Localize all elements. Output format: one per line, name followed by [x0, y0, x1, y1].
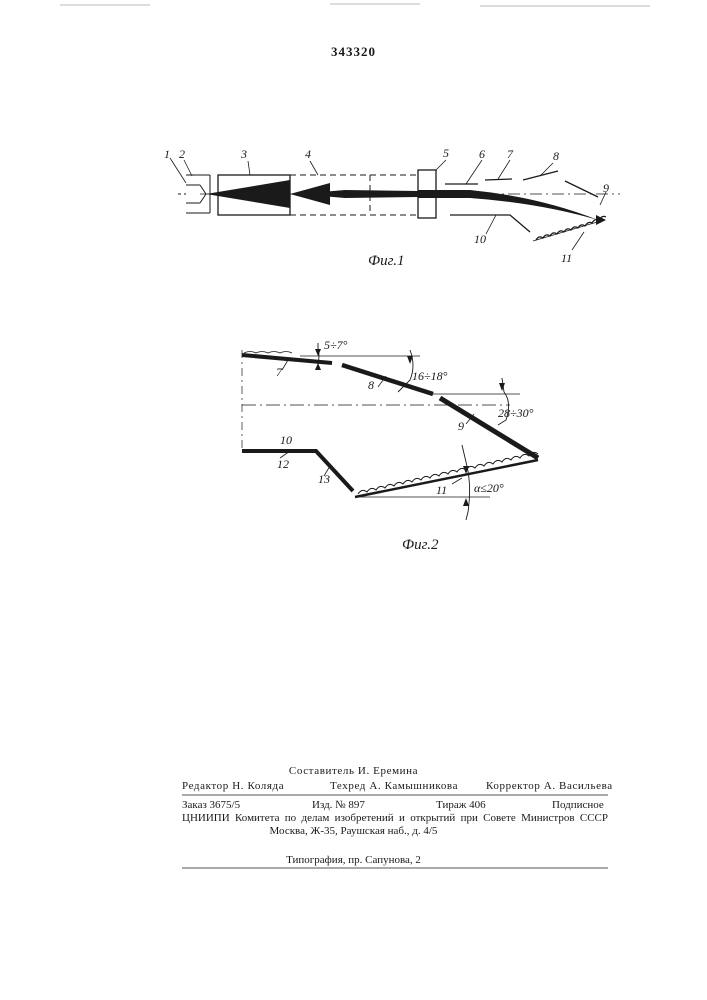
print-run: Тираж 406	[436, 799, 486, 811]
fig2-angle: α≤20°	[474, 481, 504, 495]
fig2-label: 8	[368, 378, 374, 392]
fig1-label: 9	[603, 181, 609, 195]
fig1-label: 7	[507, 147, 514, 161]
address-line: Москва, Ж-35, Раушская наб., д. 4/5	[0, 825, 707, 837]
fig2-angle: 16÷18°	[412, 369, 448, 383]
fig1-label: 10	[474, 232, 486, 246]
fig2-label: 13	[318, 472, 330, 486]
fig1-label: 8	[553, 149, 559, 163]
scalloped-plate	[536, 216, 606, 240]
guide-10	[450, 215, 530, 232]
fig1-caption: Фиг.1	[368, 253, 404, 269]
fig1-label: 4	[305, 147, 311, 161]
fig1-labels: 1 2 3 4 5 6 7 8 9 10 11 Фиг.1	[164, 146, 609, 269]
order-number: Заказ 3675/5	[182, 799, 240, 811]
fig2-caption: Фиг.2	[402, 537, 439, 553]
fig2-label: 12	[277, 457, 289, 471]
fig2-label: 11	[436, 483, 447, 497]
guide-10-12-13	[242, 451, 353, 491]
editor-line: Редактор Н. Коляда	[182, 780, 284, 792]
guide-7	[485, 179, 512, 180]
fig2-labels: 7 8 9 10 12 13 11 5÷7° 16÷18° 28÷30° α≤2…	[276, 338, 534, 553]
fig1-label: 3	[240, 147, 247, 161]
organization-line: ЦНИИПИ Комитета по делам изобретений и о…	[182, 812, 608, 824]
issue-number: Изд. № 897	[312, 799, 365, 811]
typography-line: Типография, пр. Сапунова, 2	[0, 854, 707, 866]
fig1-label: 5	[443, 146, 449, 160]
fig1-label: 2	[179, 147, 185, 161]
fig1-label: 11	[561, 251, 572, 265]
techred-line: Техред А. Камышникова	[330, 780, 458, 792]
corrector-line: Корректор А. Васильева	[486, 780, 613, 792]
fig2-label: 7	[276, 365, 283, 379]
fiber-jet	[206, 180, 606, 225]
scan-artifacts	[60, 4, 650, 6]
compiler-line: Составитель И. Еремина	[0, 765, 707, 777]
fig1-label: 6	[479, 147, 485, 161]
fig2-angle: 28÷30°	[498, 406, 534, 420]
figure-1	[170, 158, 620, 250]
fig2-angle: 5÷7°	[324, 338, 348, 352]
fig2-label: 9	[458, 419, 464, 433]
guide-9	[565, 181, 598, 197]
fig2-label: 10	[280, 433, 292, 447]
subscription: Подписное	[552, 799, 604, 811]
fig1-label: 1	[164, 147, 170, 161]
